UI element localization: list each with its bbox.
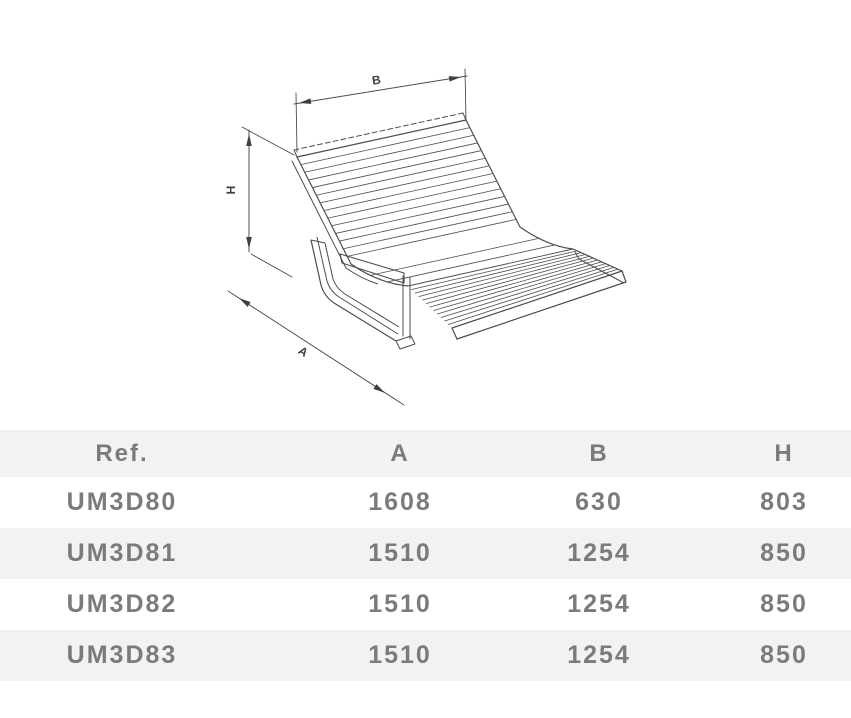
cell-b: 630	[575, 488, 623, 516]
spec-table: Ref. A B H UM3D80 1608 630 803 UM3D81 15…	[0, 430, 851, 681]
cell-a: 1510	[368, 539, 432, 567]
bench-drawing-lines	[227, 68, 627, 406]
cell-ref: UM3D82	[66, 590, 178, 618]
table-row: UM3D83 1510 1254 850	[0, 630, 851, 681]
cell-ref: UM3D83	[66, 641, 178, 669]
cell-b: 1254	[567, 590, 631, 618]
cell-a: 1608	[368, 488, 432, 516]
column-header-h: H	[774, 439, 794, 467]
cell-ref: UM3D80	[66, 488, 178, 516]
table-header-row: Ref. A B H	[0, 430, 851, 477]
column-header-a: A	[390, 439, 410, 467]
cell-b: 1254	[567, 641, 631, 669]
table-row: UM3D82 1510 1254 850	[0, 579, 851, 630]
dimension-label-h: H	[224, 186, 238, 195]
bench-line-drawing-svg: B H A	[224, 68, 627, 406]
cell-h: 803	[760, 488, 808, 516]
table-row: UM3D80 1608 630 803	[0, 477, 851, 528]
dimension-label-a: A	[296, 343, 311, 360]
column-header-ref: Ref.	[95, 439, 149, 467]
column-header-b: B	[589, 439, 609, 467]
cell-a: 1510	[368, 641, 432, 669]
bench-technical-drawing: B H A	[224, 68, 627, 406]
cell-a: 1510	[368, 590, 432, 618]
cell-b: 1254	[567, 539, 631, 567]
cell-h: 850	[760, 539, 808, 567]
table-row: UM3D81 1510 1254 850	[0, 528, 851, 579]
cell-h: 850	[760, 641, 808, 669]
dimension-label-b: B	[371, 72, 382, 87]
cell-h: 850	[760, 590, 808, 618]
cell-ref: UM3D81	[66, 539, 178, 567]
